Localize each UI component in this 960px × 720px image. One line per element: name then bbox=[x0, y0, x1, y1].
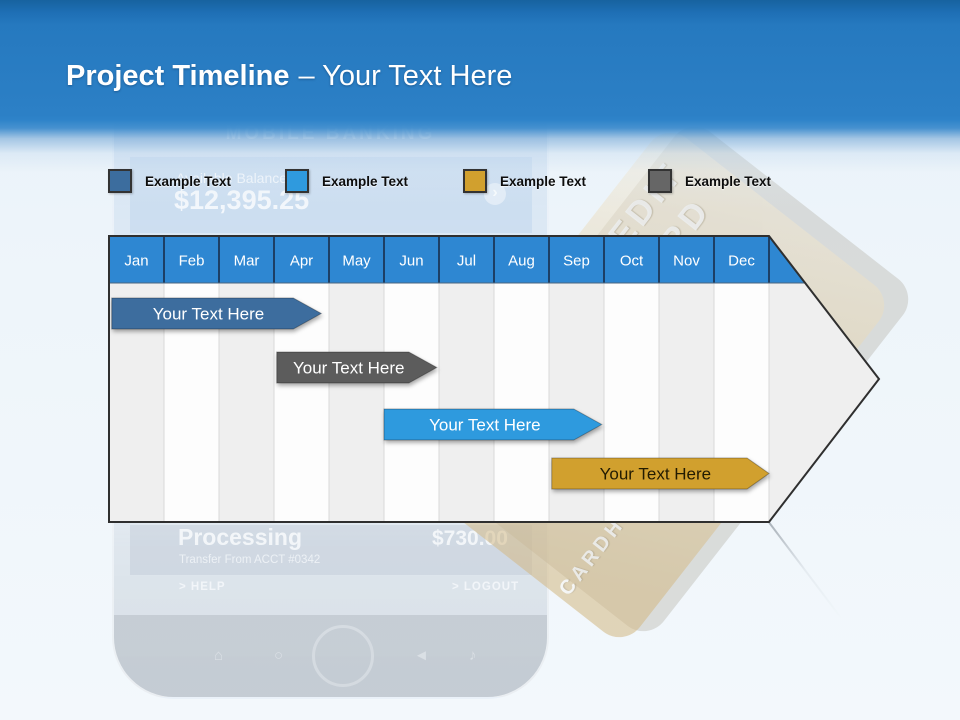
month-label: May bbox=[342, 253, 371, 270]
month-label: Apr bbox=[290, 253, 313, 270]
timeline-chart: Jan Feb Mar Apr May Jun Jul Aug Sep Oct Nov DecYour… bbox=[108, 235, 881, 523]
month-label: Feb bbox=[179, 253, 205, 270]
legend-item-3: Example Text bbox=[463, 169, 586, 193]
month-label: Sep bbox=[563, 253, 590, 270]
month-label: Mar bbox=[234, 253, 260, 270]
phone-home-button-icon bbox=[312, 625, 374, 687]
phone-help-link: > HELP bbox=[179, 581, 226, 593]
month-column bbox=[439, 283, 494, 522]
phone-status-detail: Transfer From ACCT #0342 bbox=[179, 554, 321, 566]
legend-label: Example Text bbox=[685, 173, 772, 189]
timeline-bar-shape bbox=[111, 297, 323, 330]
legend-swatch-light-blue bbox=[285, 169, 309, 193]
month-label: Jan bbox=[124, 253, 148, 270]
month-label: Nov bbox=[673, 253, 700, 270]
sound-icon: ♪ bbox=[469, 647, 477, 664]
month-label: Jun bbox=[399, 253, 423, 270]
month-label: Dec bbox=[728, 253, 755, 270]
slide-title: Project Timeline– Your Text Here bbox=[66, 60, 512, 93]
legend-label: Example Text bbox=[322, 173, 409, 189]
bar-label: Your Text Here bbox=[600, 465, 712, 484]
arrow-reflection bbox=[768, 522, 843, 620]
month-label: Oct bbox=[620, 253, 644, 270]
back-icon: ◄ bbox=[414, 647, 429, 664]
month-label: Aug bbox=[508, 253, 535, 270]
title-main: Project Timeline bbox=[66, 60, 290, 92]
arrow-tip-region bbox=[769, 283, 879, 522]
month-column bbox=[384, 283, 439, 522]
timeline-bar-shape bbox=[551, 457, 770, 490]
legend-item-2: Example Text bbox=[285, 169, 408, 193]
month-column bbox=[329, 283, 384, 522]
search-icon: ○ bbox=[274, 647, 284, 664]
title-sub: – Your Text Here bbox=[298, 60, 513, 92]
legend-item-1: Example Text bbox=[108, 169, 231, 193]
legend-item-4: Example Text bbox=[648, 169, 771, 193]
month-label: Jul bbox=[457, 253, 476, 270]
bar-label: Your Text Here bbox=[153, 305, 265, 324]
timeline-bar-shape bbox=[276, 351, 438, 384]
phone-status-title: Processing bbox=[178, 524, 302, 550]
timeline-bar: Your Text Here bbox=[111, 297, 323, 330]
phone-status-panel bbox=[130, 525, 532, 575]
timeline-bar-shape bbox=[383, 408, 603, 441]
timeline-bar: Your Text Here bbox=[551, 457, 770, 490]
legend-label: Example Text bbox=[145, 173, 232, 189]
chart-outline bbox=[108, 235, 881, 523]
month-header-band bbox=[109, 236, 806, 283]
legend-swatch-gray bbox=[648, 169, 672, 193]
legend-label: Example Text bbox=[500, 173, 587, 189]
phone-logout-link: > LOGOUT bbox=[452, 581, 520, 593]
bar-label: Your Text Here bbox=[429, 416, 541, 435]
month-column bbox=[494, 283, 549, 522]
bar-label: Your Text Here bbox=[293, 359, 405, 378]
timeline-bar: Your Text Here bbox=[383, 408, 603, 441]
legend-swatch-dark-blue bbox=[108, 169, 132, 193]
legend-swatch-gold bbox=[463, 169, 487, 193]
timeline-bar: Your Text Here bbox=[276, 351, 438, 384]
home-icon: ⌂ bbox=[214, 647, 224, 664]
